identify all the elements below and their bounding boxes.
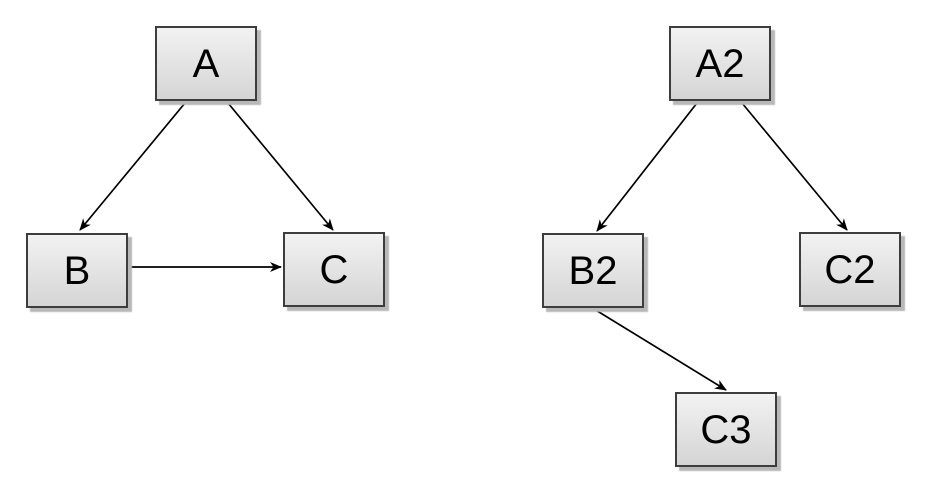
- node-C: C: [283, 232, 385, 307]
- edge-A2-C2: [741, 102, 848, 231]
- node-label: B2: [568, 248, 618, 293]
- node-C3: C3: [675, 392, 777, 467]
- node-A: A: [155, 26, 257, 101]
- node-label: C: [319, 247, 349, 292]
- node-B2: B2: [542, 233, 644, 308]
- node-label: C2: [824, 247, 876, 292]
- node-A2: A2: [669, 26, 771, 101]
- edge-A-B: [79, 102, 186, 231]
- node-label: B: [63, 248, 91, 293]
- node-B: B: [26, 233, 128, 308]
- node-C2: C2: [799, 232, 901, 307]
- node-label: A2: [695, 41, 745, 86]
- edge-A-C: [227, 102, 334, 231]
- edge-A2-B2: [596, 102, 698, 232]
- node-label: A: [192, 41, 220, 86]
- node-label: C3: [700, 407, 752, 452]
- edge-B2-C3: [593, 308, 727, 391]
